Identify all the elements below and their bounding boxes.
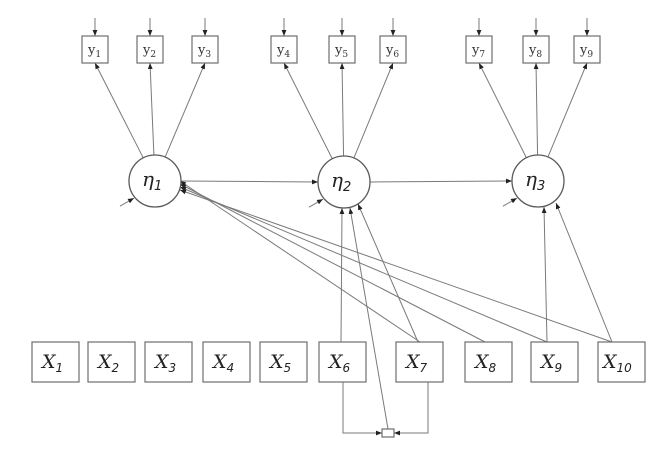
indicator-subscript: 4 (284, 50, 290, 60)
loading-eta1-y3 (164, 62, 206, 158)
covariate-box (31, 341, 80, 383)
latent-eta1: η1 (128, 154, 182, 208)
indicator-y6: y6 (379, 35, 407, 64)
covariate-subscript: 3 (169, 361, 177, 375)
indicator-subscript: 5 (342, 50, 348, 60)
interaction-link-X6 (342, 382, 382, 436)
latent-subscript: 2 (343, 180, 351, 195)
indicator-subscript: 3 (205, 50, 211, 60)
covariate-subscript: 10 (617, 361, 633, 375)
indicator-y8: y8 (522, 35, 550, 64)
covariate-X3: X3 (144, 341, 193, 383)
indicator-y9: y9 (573, 35, 601, 64)
covariate-path-X9-eta1 (179, 186, 548, 343)
loading-eta2-y4 (283, 62, 333, 160)
indicator-subscript: 9 (587, 50, 593, 60)
loading-eta3-y8 (533, 62, 539, 156)
latent-circle (511, 154, 565, 208)
indicator-y1: y1 (81, 35, 109, 64)
covariate-subscript: 8 (489, 361, 497, 375)
interaction-term-box (381, 428, 395, 438)
path-eta2-eta3 (369, 178, 513, 184)
indicator-subscript: 6 (393, 50, 399, 60)
covariate-X6: X6 (318, 341, 367, 383)
covariate-box (464, 341, 513, 383)
covariate-X4: X4 (202, 341, 251, 383)
indicator-box (465, 35, 493, 64)
covariate-path-X7-eta1 (179, 180, 421, 343)
covariate-path-X6-eta2 (339, 207, 345, 343)
indicator-box (522, 35, 550, 64)
latent-eta3: η3 (511, 154, 565, 208)
covariate-box (395, 341, 444, 383)
loading-eta1-y1 (94, 62, 144, 159)
covariate-subscript: 7 (420, 361, 428, 375)
covariate-X8: X8 (464, 341, 513, 383)
indicator-box (573, 35, 601, 64)
covariate-path-X10-eta3 (555, 202, 613, 343)
loading-eta2-y5 (339, 62, 345, 157)
covariate-box (202, 341, 251, 383)
disturbance-eta1 (119, 197, 135, 207)
indicator-subscript: 2 (150, 50, 156, 60)
latent-circle (128, 154, 182, 208)
indicator-subscript: 8 (536, 50, 542, 60)
indicator-box (379, 35, 407, 64)
indicator-y3: y3 (191, 35, 219, 64)
covariate-X5: X5 (259, 341, 308, 383)
covariate-X7: X7 (395, 341, 444, 383)
covariate-subscript: 2 (112, 361, 120, 375)
indicator-y2: y2 (136, 35, 164, 64)
disturbance-eta2 (308, 198, 324, 208)
indicator-box (136, 35, 164, 64)
covariate-X2: X2 (87, 341, 136, 383)
path-eta1-eta2 (180, 179, 319, 185)
covariate-subscript: 1 (56, 361, 64, 375)
interaction-path-eta2 (348, 207, 389, 430)
covariate-path-X7-eta2 (357, 203, 419, 343)
loading-eta1-y2 (147, 62, 155, 156)
covariate-X1: X1 (31, 341, 80, 383)
edges-layer (92, 18, 613, 436)
covariate-path-X10-eta1 (179, 189, 613, 343)
covariate-subscript: 6 (343, 361, 351, 375)
covariate-subscript: 4 (227, 361, 235, 375)
covariate-box (259, 341, 308, 383)
indicator-box (328, 35, 356, 64)
indicator-subscript: 7 (479, 50, 485, 60)
indicator-subscript: 1 (95, 50, 101, 60)
indicator-y4: y4 (270, 35, 298, 64)
indicator-box (270, 35, 298, 64)
indicator-y5: y5 (328, 35, 356, 64)
disturbance-eta3 (502, 197, 518, 207)
covariate-subscript: 5 (284, 361, 292, 375)
covariate-box (318, 341, 367, 383)
indicator-y7: y7 (465, 35, 493, 64)
indicator-box (81, 35, 109, 64)
loading-eta2-y6 (353, 62, 394, 159)
loading-eta3-y9 (547, 62, 588, 158)
covariate-path-X8-eta1 (179, 183, 486, 343)
latent-eta2: η2 (317, 155, 371, 209)
interaction-link-X7 (394, 382, 429, 436)
loading-eta3-y7 (478, 62, 527, 158)
covariate-X9: X9 (530, 341, 579, 383)
covariate-box (144, 341, 193, 383)
latent-subscript: 3 (537, 179, 545, 194)
covariate-X10: X10 (597, 341, 646, 383)
covariate-path-X9-eta3 (541, 206, 548, 343)
covariate-subscript: 9 (555, 361, 563, 375)
covariate-box (597, 341, 646, 383)
covariate-box (87, 341, 136, 383)
indicator-box (191, 35, 219, 64)
covariate-box (530, 341, 579, 383)
latent-circle (317, 155, 371, 209)
latent-subscript: 1 (154, 179, 162, 194)
